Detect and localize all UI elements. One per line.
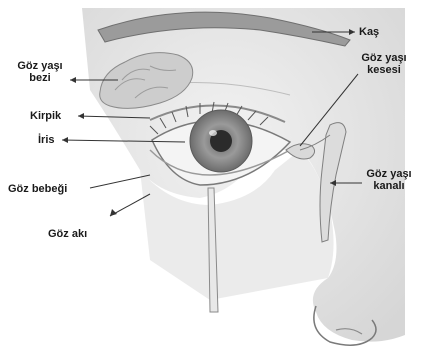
- label-iris: İris: [38, 134, 55, 146]
- label-lacrimal-sac-line2: kesesi: [352, 64, 416, 76]
- label-eyebrow: Kaş: [359, 26, 379, 38]
- label-lacrimal-sac: Göz yaşı kesesi: [352, 52, 416, 76]
- label-lacrimal-gland-line1: Göz yaşı: [10, 60, 70, 72]
- label-pupil: Göz bebeği: [8, 183, 67, 195]
- label-lacrimal-gland: Göz yaşı bezi: [10, 60, 70, 84]
- label-lacrimal-sac-line1: Göz yaşı: [352, 52, 416, 64]
- label-tear-duct-line1: Göz yaşı: [358, 168, 420, 180]
- label-lacrimal-gland-line2: bezi: [10, 72, 70, 84]
- label-sclera: Göz akı: [48, 228, 87, 240]
- label-eyelash: Kirpik: [30, 110, 61, 122]
- label-tear-duct-line2: kanalı: [358, 180, 420, 192]
- label-tear-duct: Göz yaşı kanalı: [358, 168, 420, 192]
